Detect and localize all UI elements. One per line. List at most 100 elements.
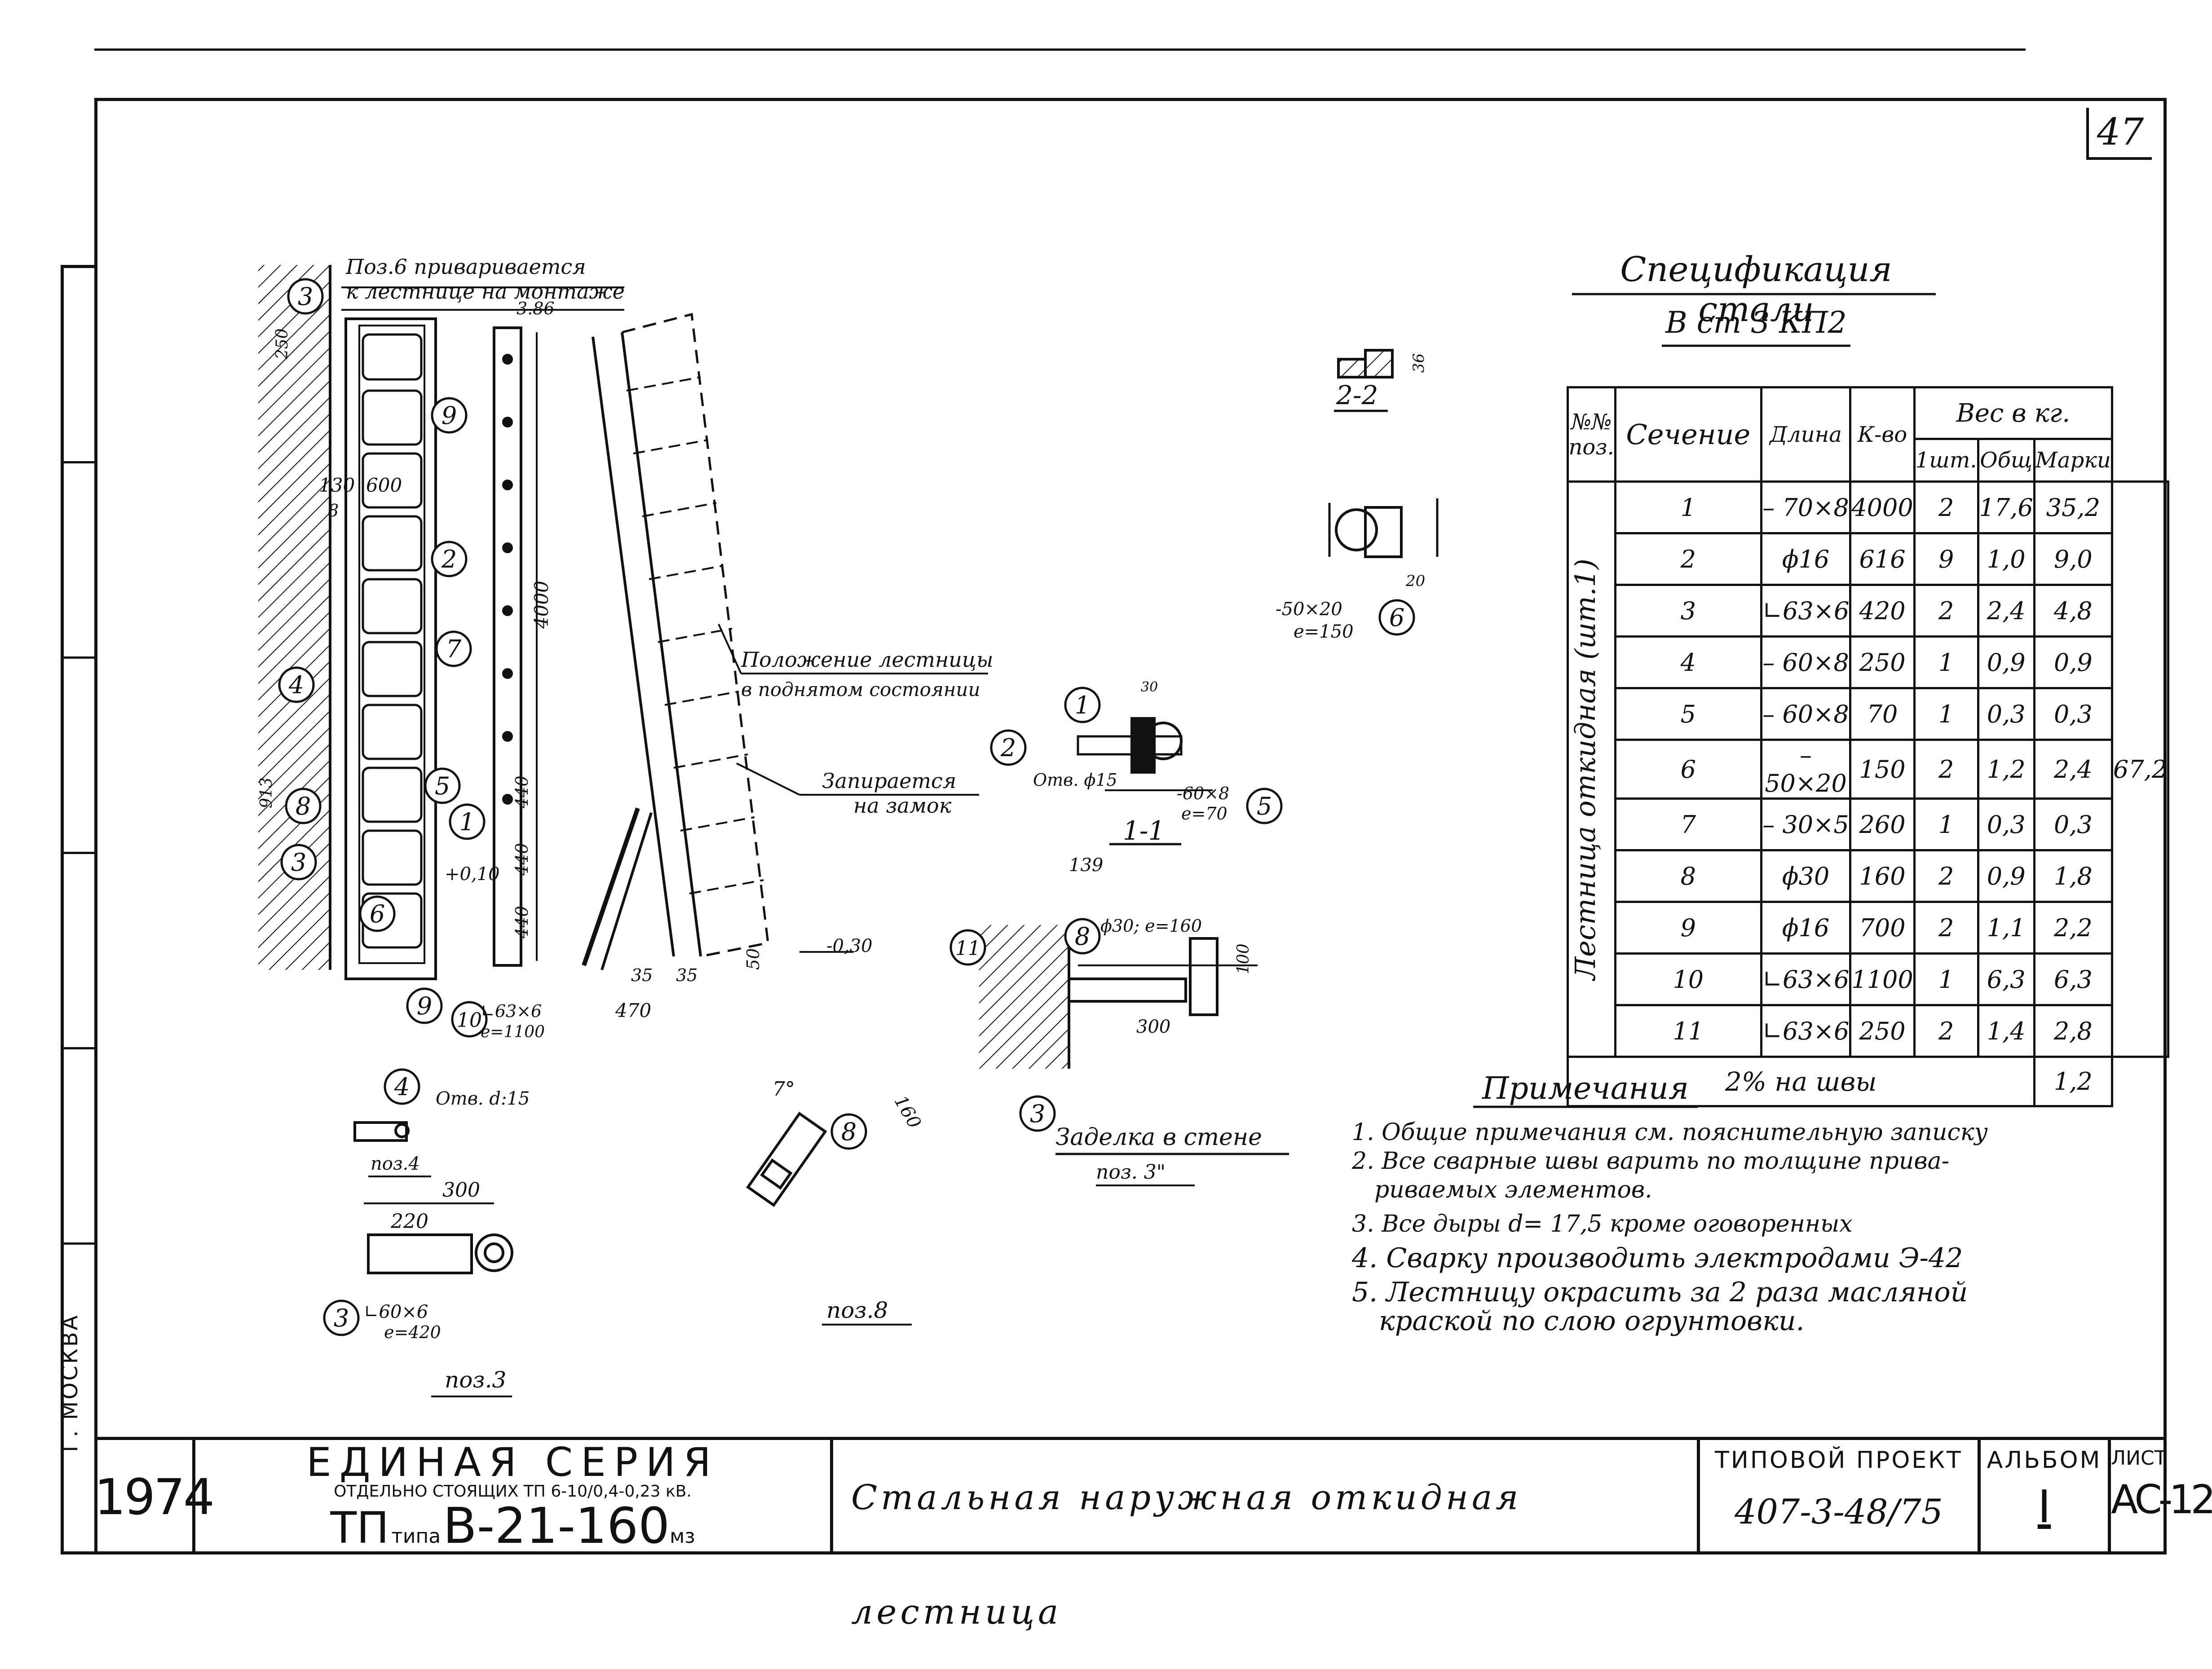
steel-grade: В ст 3 КП2 bbox=[1665, 305, 1847, 340]
part-label: e=70 bbox=[1181, 804, 1227, 823]
marker-text: 8 bbox=[296, 792, 311, 820]
dim: 130 bbox=[319, 474, 355, 496]
weld-note: к лестнице на монтаже bbox=[346, 279, 625, 304]
col-w-one: 1шт. bbox=[1913, 438, 1979, 483]
marker-3c bbox=[1019, 1095, 1056, 1132]
marker-1 bbox=[449, 803, 486, 840]
album-number: I bbox=[2037, 1480, 2051, 1533]
cell: 4,8 bbox=[2033, 584, 2113, 638]
pos4-caption: поз.4 bbox=[371, 1154, 420, 1174]
marker-text: 8 bbox=[1075, 922, 1090, 951]
cell: 1 bbox=[1614, 480, 1762, 534]
cell: 1,8 bbox=[2033, 849, 2113, 903]
part-label: e=1100 bbox=[481, 1023, 545, 1041]
marker-5b bbox=[1246, 788, 1283, 824]
group-label-cell: Лестница откидная (шт.1) bbox=[1566, 480, 1616, 1058]
table-row: Лестница откидная (шт.1) 1 – 70×8 4000 2… bbox=[1534, 480, 2170, 1058]
cell: 0,9 bbox=[2033, 635, 2113, 689]
dim: 913 bbox=[257, 777, 276, 808]
cell: 0,3 bbox=[1977, 687, 2035, 741]
raised-note: Положение лестницы bbox=[741, 647, 993, 672]
dim: +0,10 bbox=[445, 864, 500, 885]
note-item: риваемых элементов. bbox=[1374, 1176, 1652, 1203]
col-w-total: Общ bbox=[1977, 438, 2035, 483]
cell: 2 bbox=[1614, 532, 1762, 586]
marker-3d bbox=[323, 1299, 360, 1336]
table-left-margin bbox=[1534, 387, 1569, 1106]
cell: ∟63×6 bbox=[1760, 952, 1852, 1006]
marker-text: 5 bbox=[435, 772, 450, 800]
marker-text: 9 bbox=[417, 992, 432, 1020]
pos8-caption: поз.8 bbox=[826, 1297, 888, 1323]
marker-2 bbox=[431, 541, 468, 577]
dim: 220 bbox=[390, 1210, 428, 1233]
marker-text: 8 bbox=[841, 1118, 857, 1146]
dim: 440 bbox=[512, 775, 532, 809]
sheet-cell: ЛИСТ АС-12 bbox=[2111, 1440, 2212, 1555]
strip-cell bbox=[64, 1049, 97, 1245]
marker-11 bbox=[949, 929, 986, 966]
cell: 1100 bbox=[1849, 952, 1916, 1006]
top-rule bbox=[94, 48, 2026, 51]
pos3-caption: поз.3 bbox=[445, 1367, 506, 1393]
marker-text: 2 bbox=[441, 545, 457, 573]
cell: 0,3 bbox=[2033, 797, 2113, 851]
cell: 1,4 bbox=[1977, 1004, 2035, 1058]
tp-code: В-21-160 bbox=[443, 1497, 670, 1555]
table-row: 11 ∟63×6 250 2 1,4 2,8 bbox=[1534, 1004, 2168, 1058]
marker-3 bbox=[287, 278, 324, 315]
cell: 5 bbox=[1614, 687, 1762, 741]
cell: 1,0 bbox=[1977, 532, 2035, 586]
part-label: -50×20 bbox=[1276, 599, 1342, 620]
cell: 2 bbox=[1913, 739, 1979, 800]
sheet-number: АС-12 bbox=[2111, 1476, 2212, 1523]
col-length: Длина bbox=[1760, 386, 1852, 483]
cell: – 60×8 bbox=[1760, 687, 1852, 741]
part-label: ∟63×6 bbox=[481, 1001, 542, 1021]
marker-text: 3 bbox=[291, 848, 306, 876]
table-row: 5 – 60×8 70 1 0,3 0,3 bbox=[1534, 687, 2168, 741]
cell: 2 bbox=[1913, 584, 1979, 638]
cell: 1 bbox=[1913, 687, 1979, 741]
dim: 4000 bbox=[530, 581, 552, 629]
marker-1b bbox=[1064, 687, 1101, 723]
cell: 9,0 bbox=[2033, 532, 2113, 586]
marker-10 bbox=[451, 1001, 488, 1038]
marker-7 bbox=[435, 630, 472, 667]
marker-9 bbox=[431, 397, 468, 434]
cell: 160 bbox=[1849, 849, 1916, 903]
table-row: 10 ∟63×6 1100 1 6,3 6,3 bbox=[1534, 952, 2168, 1006]
col-weight: Вес в кг. bbox=[1913, 386, 2113, 440]
marker-6b bbox=[1378, 599, 1415, 636]
marker-text: 3 bbox=[298, 282, 313, 311]
cell: 6,3 bbox=[2033, 952, 2113, 1006]
raised-note: в поднятом состоянии bbox=[741, 678, 980, 700]
hole-label: Отв. d:15 bbox=[436, 1088, 530, 1109]
col-num: №№ поз. bbox=[1566, 386, 1616, 483]
notes-list: 1. Общие примечания см. пояснительную за… bbox=[1352, 1118, 2035, 1335]
col-w-mark: Марки bbox=[2033, 438, 2113, 483]
part-label: -60×8 bbox=[1177, 784, 1229, 803]
cell: 0,9 bbox=[1977, 635, 2035, 689]
marker-text: 7 bbox=[446, 635, 462, 663]
cell: ∟63×6 bbox=[1760, 1004, 1852, 1058]
section-1-1-caption: 1-1 bbox=[1123, 815, 1165, 846]
marker-text: 4 bbox=[394, 1073, 410, 1101]
cell: ϕ30 bbox=[1760, 849, 1852, 903]
table-row: 6 – 50×20 150 2 1,2 2,4 bbox=[1534, 739, 2168, 800]
cell: 10 bbox=[1614, 952, 1762, 1006]
cell: 9 bbox=[1913, 532, 1979, 586]
weld-note: Поз.6 приваривается bbox=[345, 255, 586, 279]
cell: 420 bbox=[1849, 584, 1916, 638]
marker-8 bbox=[285, 788, 322, 824]
marker-9b bbox=[406, 987, 443, 1024]
note-item: краской по слою огрунтовки. bbox=[1379, 1305, 1805, 1337]
cell: 2,4 bbox=[1977, 584, 2035, 638]
project-cell: ТИПОВОЙ ПРОЕКТ 407-3-48/75 bbox=[1700, 1440, 1981, 1555]
table-row: 7 – 30×5 260 1 0,3 0,3 bbox=[1534, 797, 2168, 851]
ladder-drawings: 3 9 2 7 4 5 8 3 6 9 1 10 1 2 5 6 11 8 3 … bbox=[257, 255, 1936, 1397]
left-strip bbox=[61, 265, 97, 1555]
tp-type: типа bbox=[391, 1525, 441, 1548]
cell: 2 bbox=[1913, 849, 1979, 903]
cell: 616 bbox=[1849, 532, 1916, 586]
